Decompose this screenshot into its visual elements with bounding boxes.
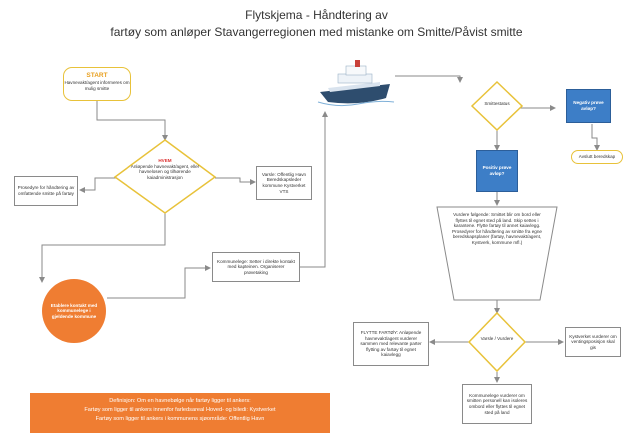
varsle-diamond-shape: [467, 311, 527, 373]
hvem-title: HVEM: [158, 158, 172, 163]
kommunelege-box: Kommunelege: Setter i direkte kontakt me…: [212, 252, 300, 282]
negative-test-box: Negativ prøve avløp?: [566, 89, 611, 123]
start-text: Havnevakt/agent informeres om mulig smit…: [64, 80, 130, 91]
definition-box: Definisjon: Om en havnebølge når fartøy …: [30, 393, 330, 433]
flytte-box: FLYTTE FARTØY: Anløpende havnevakt/agent…: [353, 322, 429, 366]
procedure-box: Prosedyre for håndtering av omfattende s…: [14, 176, 78, 206]
contact-circle: Etablere kontakt med kommunelege i gjeld…: [42, 279, 106, 343]
arrow-circle-to-kommunelege: [107, 265, 211, 299]
diagram-title: Flytskjema - Håndtering av: [245, 8, 388, 22]
trapezoid-box: Vurdere følgende: Smittet blir om bord e…: [452, 212, 542, 245]
smittestatus-diamond-shape: [470, 80, 524, 132]
trapezoid-shape: [436, 206, 558, 301]
arrow-negative-to-avslutt: [591, 124, 600, 151]
avslutt-oval: Avslutt beredskap: [571, 150, 623, 164]
positive-test-box: Positiv prøve avløp?: [476, 150, 518, 192]
arrow-hvem-to-procedure: [79, 177, 120, 193]
hvem-diamond: HVEM Anløpende havnevakt/agent, eller ha…: [128, 158, 202, 180]
ship-icon: [317, 60, 395, 107]
arrow-kommunelege-to-ship: [300, 111, 328, 268]
arrow-hvem-to-notify: [215, 177, 256, 185]
arrow-ship-to-smittestatus: [395, 75, 463, 83]
definition-line-1: Definisjon: Om en havnebølge når fartøy …: [109, 398, 251, 404]
definition-line-2: Fartøy som ligger til ankers innenfor fa…: [84, 407, 276, 413]
smittestatus-diamond: Smittestatus: [484, 101, 510, 106]
arrow-start-to-hvem: [96, 100, 168, 141]
diagram-subtitle: fartøy som anløper Stavangerregionen med…: [110, 25, 523, 39]
definition-line-3: Fartøy som ligger til ankers i kommunens…: [95, 416, 265, 422]
notify-box: Varsle: Offentlig Havn Beredskapsleder k…: [256, 166, 312, 200]
isolation-box: Kommunelege vurderer om smitten personel…: [462, 384, 532, 424]
arrow-hvem-to-circle: [39, 213, 166, 283]
start-node: START Havnevakt/agent informeres om muli…: [63, 67, 131, 101]
hvem-diamond-shape: [113, 139, 217, 214]
varsle-diamond: Varsle / Vurdere: [480, 336, 514, 341]
kystverket-box: Kystverket vurderer om ventingsposisjon …: [565, 327, 621, 357]
start-title: START: [86, 72, 108, 79]
hvem-text: Anløpende havnevakt/agent, eller havnelo…: [130, 163, 200, 180]
